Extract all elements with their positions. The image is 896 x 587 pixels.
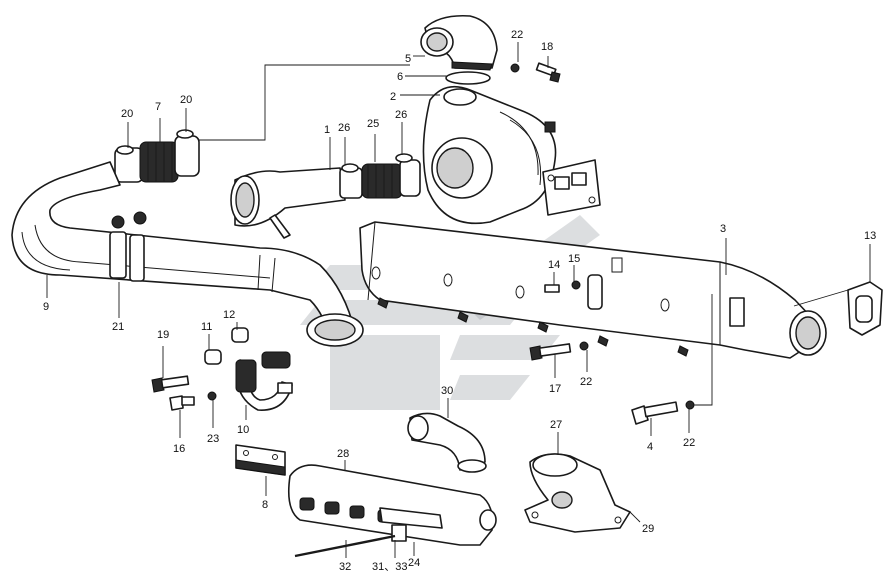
callout-22-mid: 22 (580, 376, 592, 388)
part-22-washer-mid (579, 341, 589, 351)
callout-26-left: 26 (338, 122, 350, 134)
part-14-bolt (544, 284, 560, 293)
part-23-washer (207, 391, 217, 401)
part-5-elbow (420, 14, 498, 71)
part-17-bolt (529, 343, 572, 361)
callout-13: 13 (864, 230, 876, 242)
part-11-spacer (204, 349, 222, 365)
turbo-flange (542, 159, 601, 216)
part-30-elbow (407, 412, 487, 473)
callout-9: 9 (43, 301, 49, 313)
callout-14: 14 (548, 259, 560, 271)
part-9-pipe (11, 161, 364, 347)
callout-32: 32 (339, 561, 351, 573)
part-7-hose (114, 129, 200, 183)
part-1-reducer (230, 167, 346, 239)
callout-17: 17 (549, 383, 561, 395)
callout-28: 28 (337, 448, 349, 460)
callout-26-right: 26 (395, 109, 407, 121)
callout-1: 1 (324, 124, 330, 136)
callout-11: 11 (201, 321, 212, 333)
part-24-plug (391, 524, 407, 542)
callout-15: 15 (568, 253, 580, 265)
callout-30: 30 (441, 385, 453, 397)
leader-lines (46, 42, 871, 558)
callout-22-top: 22 (511, 29, 523, 41)
callout-labels: 1 2 3 4 5 6 7 8 9 10 11 12 13 14 15 16 1… (43, 29, 876, 573)
part-4-bolt (631, 401, 679, 425)
part-13-gasket (847, 281, 883, 336)
part-10-clamp (235, 351, 293, 411)
callout-6: 6 (397, 71, 403, 83)
callout-31-33: 31、33 (372, 561, 407, 573)
callout-21: 21 (112, 321, 124, 333)
callout-23: 23 (207, 433, 219, 445)
part-6-ring (445, 71, 491, 85)
part-8-bracket (235, 444, 286, 476)
part-19-bolt (151, 375, 190, 393)
part-15-washer (571, 280, 581, 290)
callout-4: 4 (647, 441, 653, 453)
callout-25: 25 (367, 118, 379, 130)
callout-20-right: 20 (180, 94, 192, 106)
callout-7: 7 (155, 101, 161, 113)
part-2-turbocharger (422, 85, 557, 225)
part-21-clamp (109, 211, 147, 282)
callout-12: 12 (223, 309, 235, 321)
part-22-washer-low (685, 400, 695, 410)
callout-19: 19 (157, 329, 169, 341)
callout-29: 29 (642, 523, 654, 535)
part-32-rod (294, 534, 396, 558)
part-27-elbow-housing (524, 453, 631, 533)
callout-5: 5 (405, 53, 411, 65)
callout-18: 18 (541, 41, 553, 53)
callout-3: 3 (720, 223, 726, 235)
part-12-spacer (231, 327, 249, 343)
callout-2: 2 (390, 91, 396, 103)
callout-27: 27 (550, 419, 562, 431)
callout-24: 24 (408, 557, 420, 569)
part-18-bolt (535, 62, 561, 83)
callout-20-left: 20 (121, 108, 133, 120)
part-3-exhaust-manifold (359, 221, 827, 359)
callout-10: 10 (237, 424, 249, 436)
part-25-hose (339, 153, 421, 199)
part-22-washer-top (510, 63, 520, 73)
part-16-bolt (169, 395, 195, 411)
callout-22-low: 22 (683, 437, 695, 449)
callout-16: 16 (173, 443, 185, 455)
callout-8: 8 (262, 499, 268, 511)
part-28-manifold (287, 464, 497, 546)
